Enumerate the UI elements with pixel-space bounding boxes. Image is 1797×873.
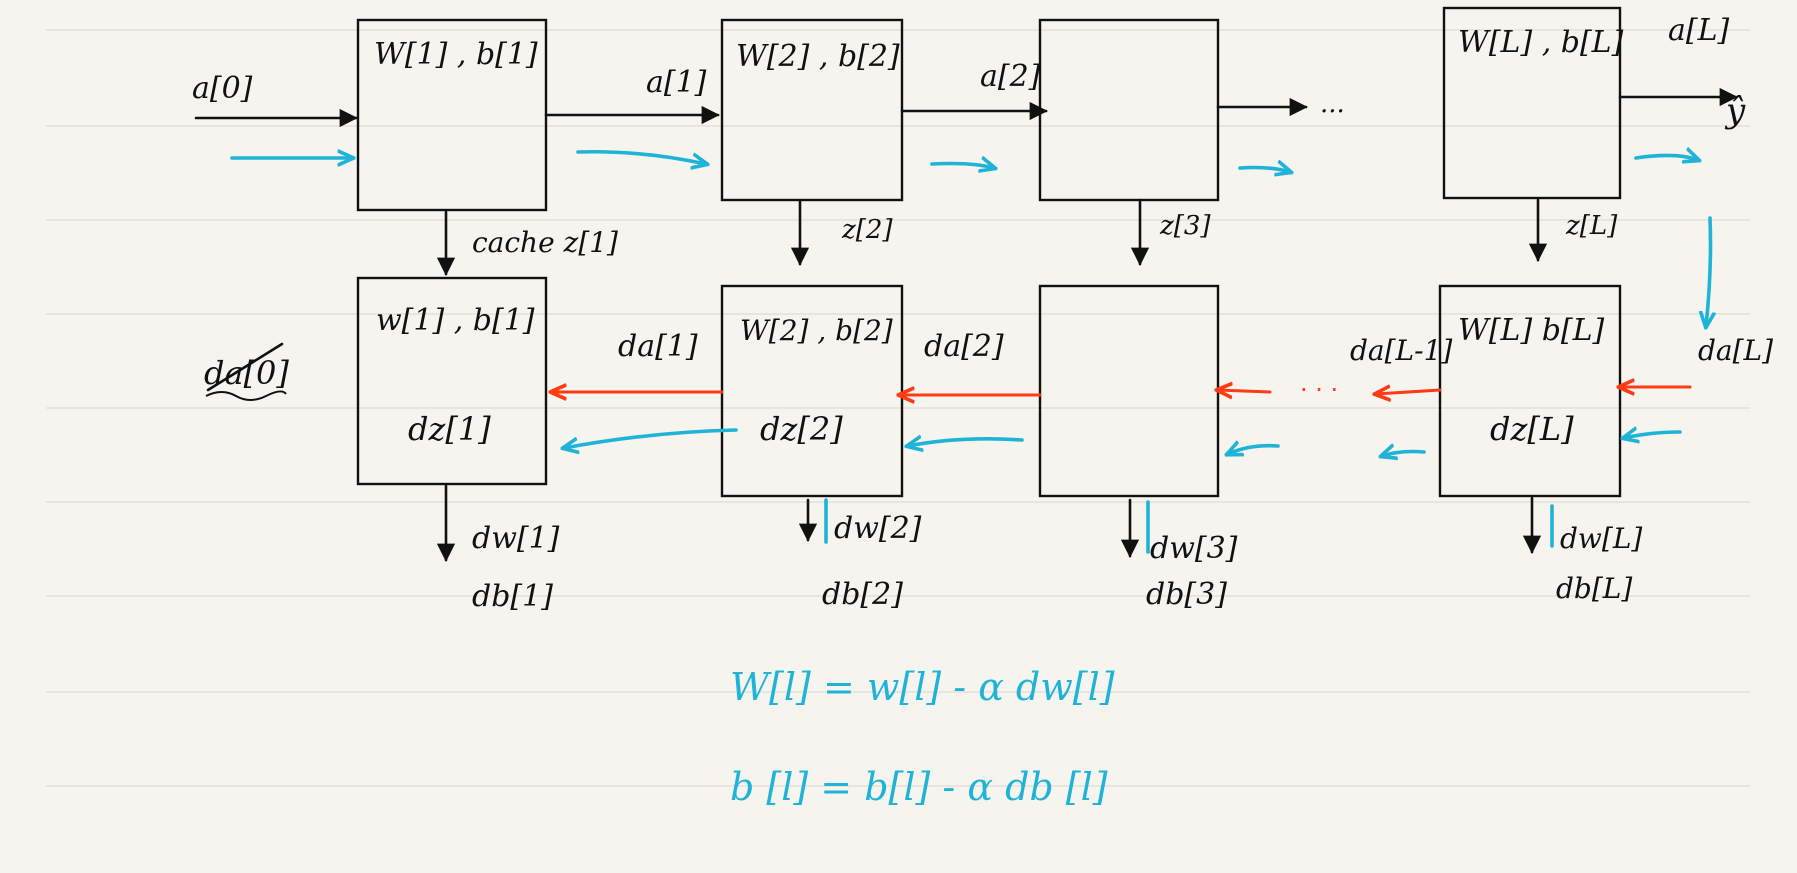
bbox2-params: W[2] , b[2] [740,314,893,347]
cyan-back-arrow-3 [1228,446,1280,454]
backward-box-3 [1038,284,1220,498]
label-aL: a[L] [1668,13,1730,48]
label-da0: da[0] [204,354,289,392]
label-dbL: db[L] [1556,572,1632,605]
label-zL: z[L] [1565,211,1618,241]
label-dwL: dw[L] [1560,522,1642,555]
label-da1: da[1] [618,329,698,364]
red-arrow-daLm1 [1376,390,1442,394]
label-da2: da[2] [924,329,1004,364]
forward-dots: ... [1320,89,1345,119]
boxL-params: W[L] , b[L] [1458,25,1624,60]
bboxL-params: W[L] b[L] [1458,313,1605,348]
label-dw2: dw[2] [834,511,922,546]
cyan-back-arrow-5 [1624,432,1682,438]
bbox1-dz: dz[1] [408,410,491,448]
label-db3: db[3] [1146,577,1227,612]
cyan-back-arrow-4 [1382,452,1426,457]
bboxL-dz: dz[L] [1490,410,1574,448]
backward-box-1 [356,276,548,486]
label-dw3: dw[3] [1150,531,1238,566]
cyan-back-arrow-1 [564,428,738,448]
da0-strike [206,342,284,392]
label-daL: da[L] [1698,334,1773,367]
label-z2: z[2] [841,215,893,245]
label-z3: z[3] [1159,211,1211,241]
backward-dots: · · · [1300,376,1338,404]
label-db1: db[1] [472,579,553,614]
cyan-forward-arrow-3 [930,164,994,169]
paper-rules [46,29,1750,787]
da0-squiggle [205,390,287,401]
label-db2: db[2] [822,577,903,612]
cyan-down-arrow [1706,216,1711,326]
label-cache-z1: cache z[1] [472,226,618,259]
forward-box-3 [1038,18,1220,202]
cyan-forward-arrow-4 [1238,168,1290,173]
label-a0: a[0] [192,71,253,106]
label-a2: a[2] [980,59,1041,94]
forward-box-L [1442,6,1622,200]
update-rule-b: b [l] = b[l] - α db [l] [730,765,1108,809]
label-a1: a[1] [646,65,707,100]
cyan-forward-arrow-2 [576,149,706,164]
box1-params: W[1] , b[1] [374,37,538,72]
box2-params: W[2] , b[2] [736,39,900,74]
red-arrow-da3 [1218,390,1272,392]
label-dw1: dw[1] [472,521,560,556]
update-rule-w: W[l] = w[l] - α dw[l] [730,665,1115,709]
label-daLm1: da[L-1] [1350,334,1452,367]
bbox2-dz: dz[2] [760,410,843,448]
label-yhat: ŷ [1724,91,1746,131]
cyan-back-arrow-2 [908,439,1024,446]
bbox1-params: w[1] , b[1] [376,303,535,338]
cyan-forward-arrow-5 [1634,155,1698,160]
